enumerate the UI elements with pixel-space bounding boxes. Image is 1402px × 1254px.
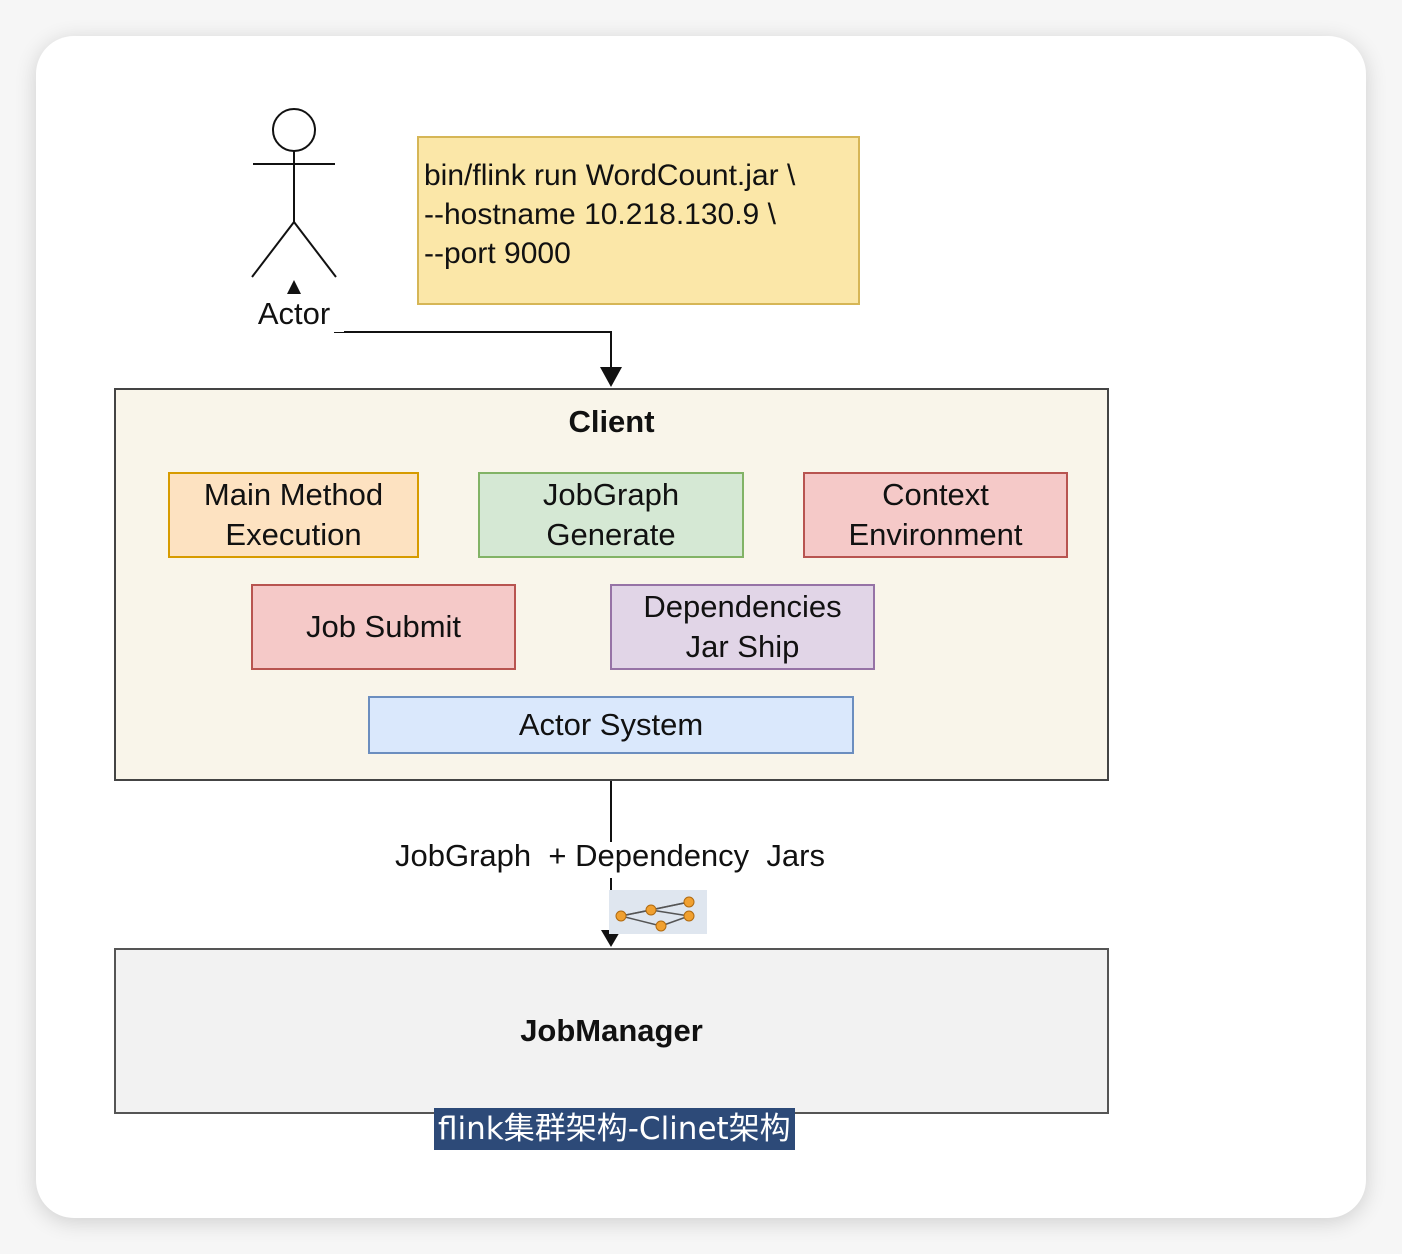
context-environment-box: Context Environment	[803, 472, 1068, 558]
job-submit-label: Job Submit	[305, 609, 462, 644]
context-environment-label: Context Environment	[848, 477, 1023, 552]
actor-system-box: Actor System	[368, 696, 854, 754]
flow-label: JobGraph + Dependency Jars	[395, 838, 825, 873]
job-submit-box: Job Submit	[251, 584, 516, 670]
actor-to-client-arrowhead	[600, 367, 622, 387]
jobgraph-network-icon-svg	[615, 896, 695, 932]
jobgraph-network-icon	[609, 890, 707, 934]
image-caption: flink集群架构-Clinet架构	[434, 1108, 795, 1150]
client-to-jobmanager-arrowhead	[601, 930, 621, 947]
actor-figure-icon	[251, 108, 337, 278]
main-method-execution-box: Main Method Execution	[168, 472, 419, 558]
dependencies-jar-ship-box: Dependencies Jar Ship	[610, 584, 875, 670]
dependencies-jar-ship-label: Dependencies Jar Ship	[643, 589, 842, 664]
jobmanager-box: JobManager	[114, 948, 1109, 1114]
command-box: bin/flink run WordCount.jar \ --hostname…	[417, 136, 860, 305]
jobmanager-label: JobManager	[520, 1013, 703, 1048]
actor-arrow-start-icon	[287, 280, 301, 294]
jobgraph-generate-label: JobGraph Generate	[542, 477, 680, 552]
jobgraph-generate-box: JobGraph Generate	[478, 472, 744, 558]
actor-to-client-line	[334, 331, 612, 372]
main-method-execution-label: Main Method Execution	[203, 477, 384, 552]
client-title: Client	[568, 404, 655, 439]
actor-label: Actor	[244, 296, 344, 332]
actor-system-label: Actor System	[518, 707, 704, 742]
